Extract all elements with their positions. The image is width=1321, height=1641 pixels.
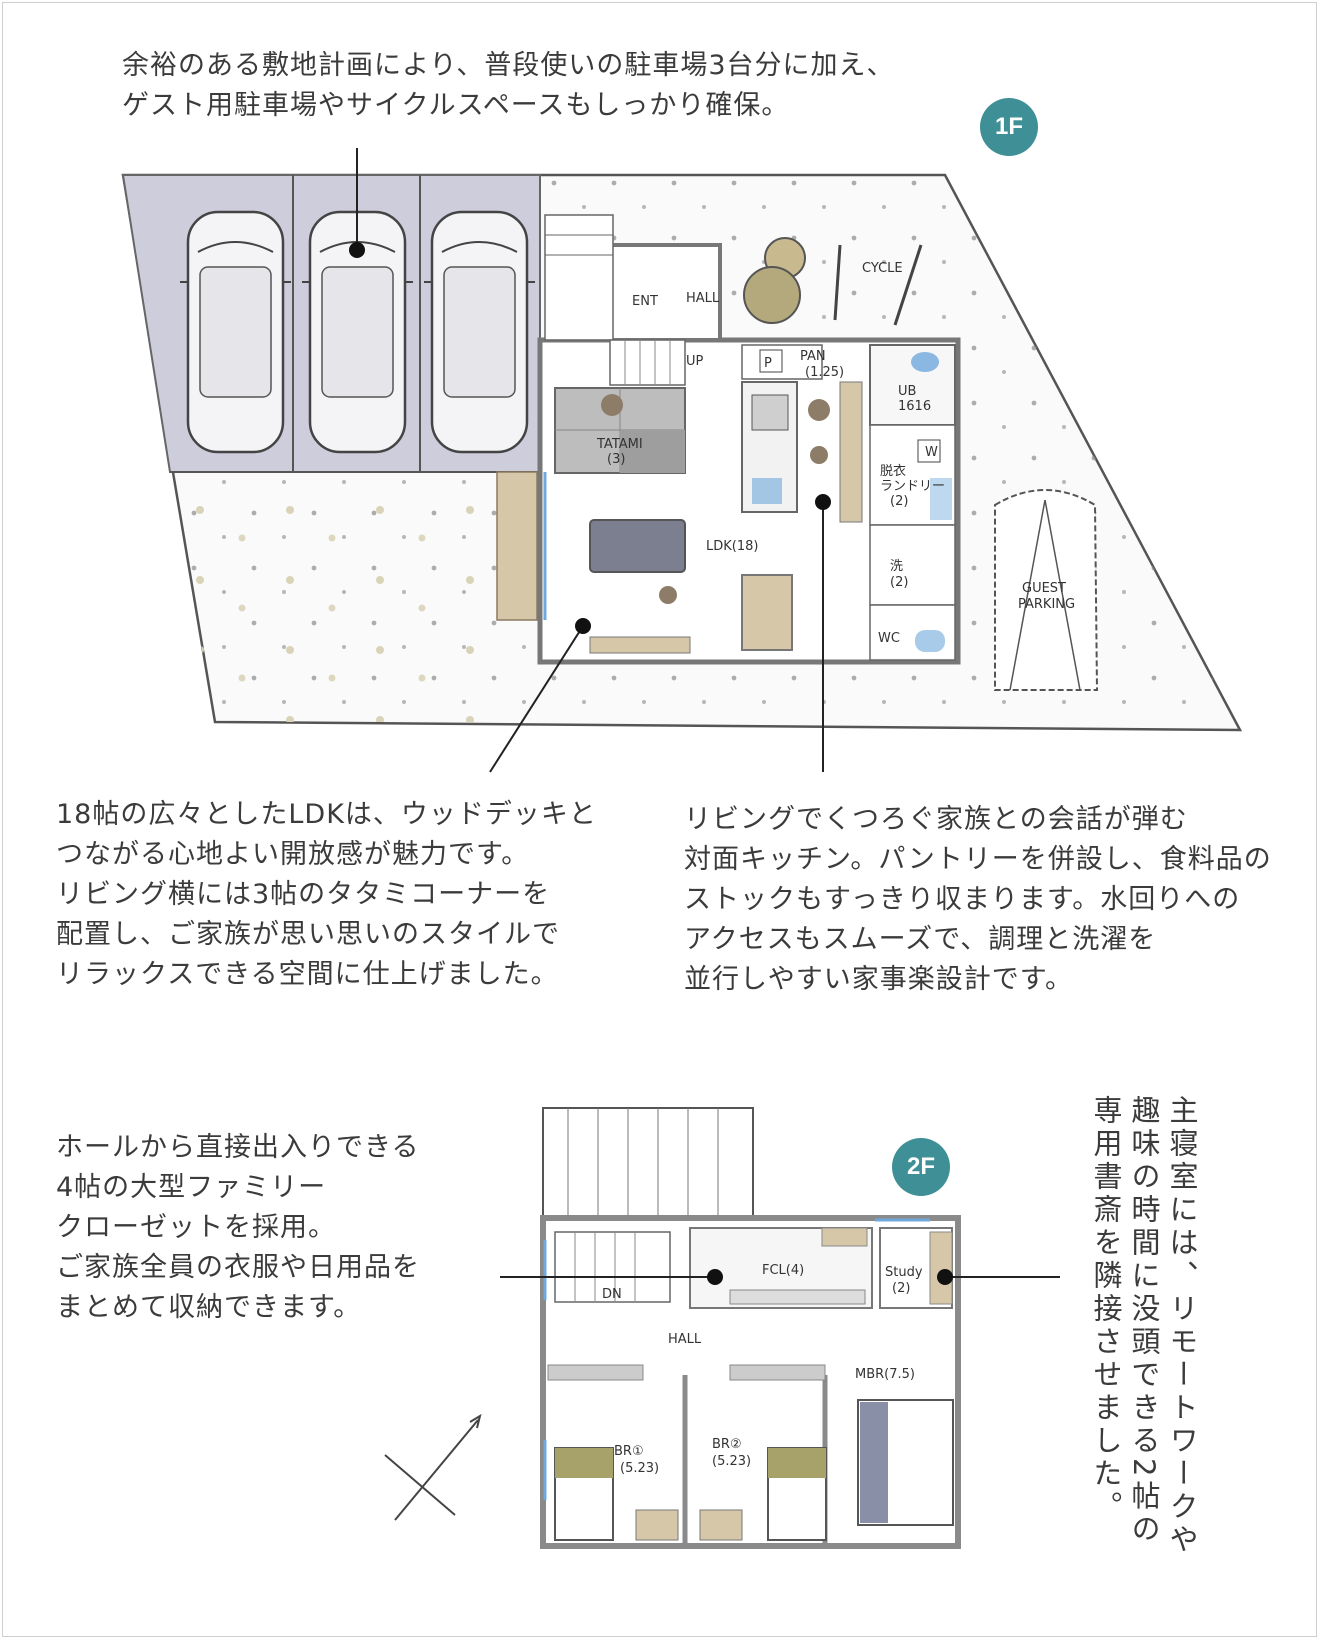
label-wc: WC bbox=[878, 631, 900, 646]
note-line: 配置し、ご家族が思い思いのスタイルで bbox=[56, 919, 560, 950]
note-line: クローゼットを採用。 bbox=[56, 1212, 336, 1243]
note-closet: ホールから直接出入りできる 4帖の大型ファミリー クローゼットを採用。 ご家族全… bbox=[56, 1128, 420, 1328]
badge-1f: 1F bbox=[980, 98, 1038, 156]
site-1f bbox=[121, 148, 1243, 773]
leader-dot-ldk bbox=[575, 618, 591, 634]
leader-dot-parking bbox=[349, 242, 365, 258]
note-line: リビングでくつろぐ家族との会話が弾む bbox=[684, 804, 1188, 835]
dining-table bbox=[741, 574, 793, 651]
label-ub: UB bbox=[898, 384, 916, 399]
label-hall-2f: HALL bbox=[668, 1332, 702, 1347]
car-3 bbox=[424, 210, 535, 454]
note-line: 並行しやすい家事楽設計です。 bbox=[684, 964, 1074, 995]
label-br1: BR① bbox=[614, 1444, 644, 1459]
label-w: W bbox=[925, 445, 938, 460]
note-line: 18帖の広々としたLDKは、ウッドデッキと bbox=[56, 799, 597, 830]
label-parking: PARKING bbox=[1018, 597, 1075, 612]
note-line: つながる心地よい開放感が魅力です。 bbox=[56, 839, 530, 870]
label-ent: ENT bbox=[632, 294, 658, 309]
note-line: 趣味の時間に没頭できる2帖の bbox=[1127, 1095, 1161, 1547]
label-tatami-size: (3) bbox=[607, 452, 625, 467]
plan-labels-2f: DN FCL(4) Study (2) HALL MBR(7.5) BR① (5… bbox=[602, 1263, 923, 1476]
label-br2-size: (5.23) bbox=[712, 1454, 751, 1469]
cycle-area bbox=[743, 237, 923, 326]
label-tatami: TATAMI bbox=[596, 437, 643, 452]
note-ldk: 18帖の広々としたLDKは、ウッドデッキと つながる心地よい開放感が魅力です。 … bbox=[56, 795, 597, 995]
label-laundry: 脱衣 bbox=[880, 463, 906, 479]
car-1 bbox=[180, 210, 291, 454]
note-line: ホールから直接出入りできる bbox=[56, 1132, 420, 1163]
note-line: リラックスできる空間に仕上げました。 bbox=[56, 959, 559, 990]
note-line: ゲスト用駐車場やサイクルスペースもしっかり確保。 bbox=[122, 90, 790, 121]
driveway bbox=[170, 472, 495, 722]
label-laundry-size: (2) bbox=[890, 494, 908, 509]
note-line: 専用書斎を隣接させました。 bbox=[1089, 1095, 1123, 1524]
note-kitchen: リビングでくつろぐ家族との会話が弾む 対面キッチン。パントリーを併設し、食料品の… bbox=[684, 800, 1272, 1000]
label-wash: 洗 bbox=[890, 559, 903, 574]
note-line: 主寝室には、リモートワークや bbox=[1165, 1095, 1199, 1557]
label-wash-size: (2) bbox=[890, 575, 908, 590]
label-pan-size: (1.25) bbox=[805, 365, 844, 380]
note-line: まとめて収納できます。 bbox=[56, 1292, 362, 1323]
label-ub-size: 1616 bbox=[898, 399, 931, 414]
leader-dot-study bbox=[937, 1269, 953, 1285]
badge-2f: 2F bbox=[892, 1138, 950, 1196]
tv-board bbox=[589, 636, 691, 654]
north-arrow-icon bbox=[384, 1413, 482, 1521]
label-mbr: MBR(7.5) bbox=[855, 1367, 915, 1382]
wood-deck bbox=[496, 471, 538, 621]
leader-line-ldk bbox=[489, 625, 584, 773]
note-parking: 余裕のある敷地計画により、普段使いの駐車場3台分に加え、 ゲスト用駐車場やサイク… bbox=[122, 46, 895, 126]
label-hall-1f: HALL bbox=[686, 291, 720, 306]
label-br2: BR② bbox=[712, 1437, 742, 1452]
sofa bbox=[589, 519, 686, 573]
label-cycle: CYCLE bbox=[862, 261, 903, 276]
leader-dot-closet bbox=[707, 1269, 723, 1285]
note-line: リビング横には3帖のタタミコーナーを bbox=[56, 879, 551, 910]
label-br1-size: (5.23) bbox=[620, 1461, 659, 1476]
label-fcl: FCL(4) bbox=[762, 1263, 804, 1278]
stairs-2f bbox=[554, 1231, 671, 1303]
note-line: ストックもすっきり収まります。水回りへの bbox=[684, 884, 1241, 915]
label-study-size: (2) bbox=[892, 1281, 910, 1296]
label-laundry-2: ランドリー bbox=[880, 479, 945, 494]
leader-dot-kitchen bbox=[815, 494, 831, 510]
label-study: Study bbox=[885, 1265, 923, 1280]
laundry-room bbox=[869, 424, 956, 526]
guest-parking-area bbox=[994, 489, 1099, 691]
label-dn: DN bbox=[602, 1287, 622, 1302]
note-line: 余裕のある敷地計画により、普段使いの駐車場3台分に加え、 bbox=[122, 50, 895, 81]
note-line: 対面キッチン。パントリーを併設し、食料品の bbox=[684, 844, 1272, 875]
label-p: P bbox=[764, 356, 772, 371]
plan-2f bbox=[500, 1107, 1060, 1549]
note-line: ご家族全員の衣服や日用品を bbox=[56, 1252, 420, 1283]
note-study: 主寝室には、リモートワークや 趣味の時間に没頭できる2帖の 専用書斎を隣接させま… bbox=[1087, 1095, 1201, 1557]
label-guest: GUEST bbox=[1022, 581, 1066, 596]
void-area bbox=[542, 1107, 754, 1219]
label-ldk: LDK(18) bbox=[706, 539, 758, 554]
plan-labels-1f: ENT HALL UP P PAN (1.25) TATAMI (3) LDK(… bbox=[596, 261, 1075, 646]
house-1f bbox=[496, 214, 961, 665]
note-line: アクセスもスムーズで、調理と洗濯を bbox=[684, 924, 1157, 955]
label-pan: PAN bbox=[800, 349, 826, 364]
stairs-1f bbox=[609, 339, 686, 386]
note-line: 4帖の大型ファミリー bbox=[56, 1172, 327, 1203]
label-up: UP bbox=[686, 354, 704, 369]
